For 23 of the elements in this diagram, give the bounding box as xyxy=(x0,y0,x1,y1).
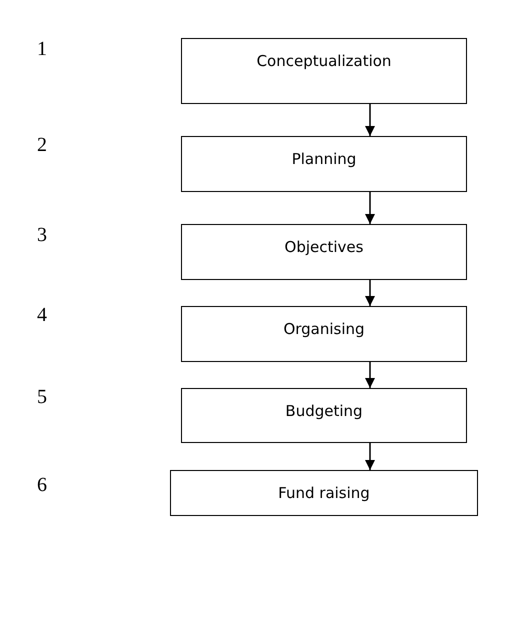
process-box xyxy=(170,470,478,516)
arrow xyxy=(365,443,375,470)
process-box xyxy=(181,388,467,443)
arrow xyxy=(365,104,375,136)
step-label: Objectives xyxy=(284,238,364,256)
step-number: 4 xyxy=(37,304,47,327)
step-number: 5 xyxy=(37,386,47,409)
step-label: Budgeting xyxy=(285,402,363,420)
step-label: Fund raising xyxy=(278,484,370,502)
process-box xyxy=(181,306,467,362)
step-label: Planning xyxy=(292,150,356,168)
step-number: 6 xyxy=(37,474,47,497)
arrow xyxy=(365,280,375,306)
process-box xyxy=(181,136,467,192)
step-label: Organising xyxy=(283,320,365,338)
step-label: Conceptualization xyxy=(256,52,392,70)
arrow xyxy=(365,362,375,388)
process-box xyxy=(181,38,467,104)
step-number: 3 xyxy=(37,224,47,247)
arrow xyxy=(365,192,375,224)
process-box xyxy=(181,224,467,280)
step-number: 1 xyxy=(37,38,47,61)
step-number: 2 xyxy=(37,134,47,157)
